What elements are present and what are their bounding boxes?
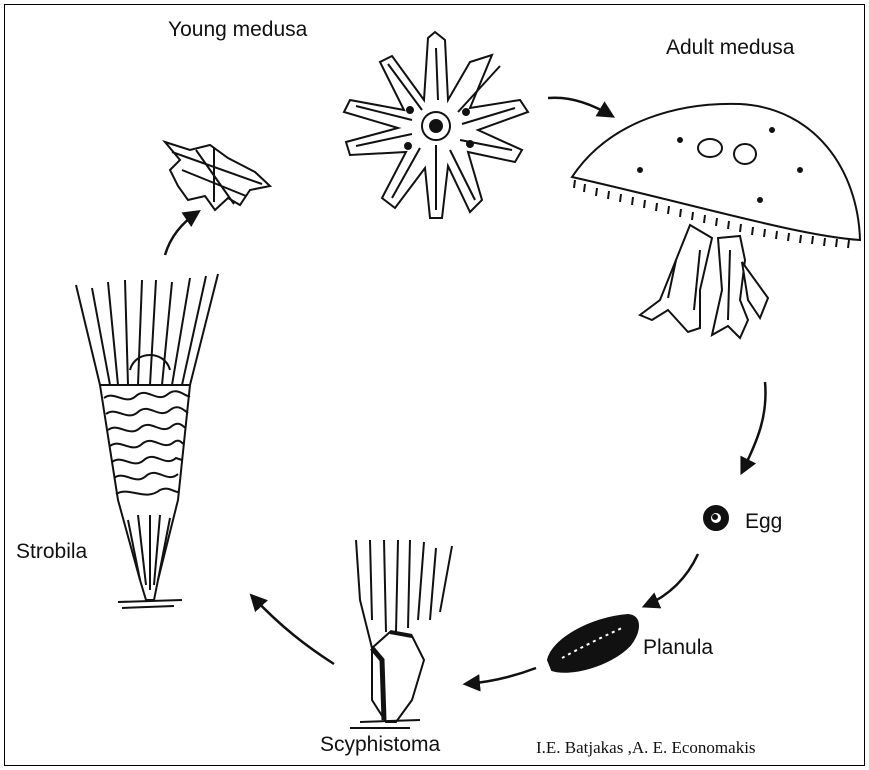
adult-medusa-drawing [572, 104, 860, 338]
arrow-adult-to-egg [742, 382, 766, 472]
arrow-strobila-to-ephyra [165, 212, 198, 255]
young-medusa-drawing [344, 32, 528, 218]
label-scyphistoma: Scyphistoma [320, 733, 440, 757]
credit-text: I.E. Batjakas ,A. E. Economakis [536, 738, 756, 758]
strobila-drawing [76, 274, 218, 608]
ephyra-drawing [165, 142, 270, 210]
label-planula: Planula [643, 636, 713, 660]
arrow-scyphistoma-to-strobila [252, 596, 334, 664]
arrow-planula-to-scyphistoma [466, 668, 536, 684]
arrow-egg-to-planula [645, 554, 698, 606]
arrow-young-to-adult [548, 98, 612, 116]
label-adult-medusa: Adult medusa [666, 36, 794, 60]
planula-drawing [548, 615, 638, 672]
label-young-medusa: Young medusa [168, 18, 307, 42]
egg-drawing [704, 506, 728, 530]
label-egg: Egg [745, 510, 782, 534]
scyphistoma-drawing [350, 540, 452, 728]
label-strobila: Strobila [16, 540, 87, 564]
